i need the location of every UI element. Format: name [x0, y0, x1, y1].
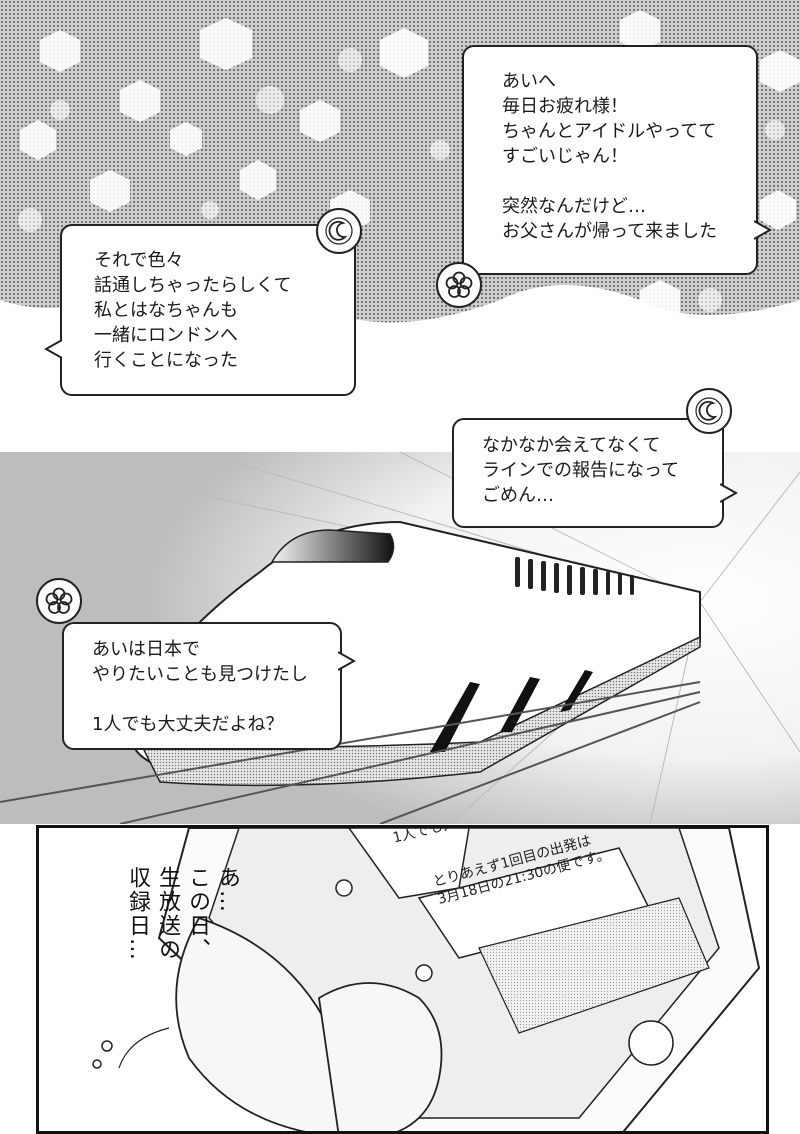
message-line: 行くことになった — [94, 350, 238, 371]
chat-bubble-left: あいは日本で やりたいことも見つけたし 1人でも大丈夫だよね？ — [62, 622, 356, 750]
thought-dots — [92, 1040, 113, 1069]
message-line: あいへ — [502, 71, 556, 92]
message-line: 一緒にロンドンへ — [94, 325, 238, 346]
bubble-tail — [720, 483, 738, 503]
chat-bubble-right: あいへ 毎日お疲れ様！ ちゃんとアイドルやってて すごいじゃん！ 突然なんだけど… — [462, 45, 772, 275]
moon-icon — [316, 208, 362, 254]
message-line — [502, 169, 756, 194]
message-line: お父さんが帰って来ました — [502, 221, 718, 242]
thought-column: あ… — [215, 866, 240, 914]
bubble-tail — [338, 651, 356, 671]
thought-column: この日、 — [185, 866, 210, 962]
message-line: あいは日本で — [92, 639, 200, 660]
thought-column: 収録日… — [125, 866, 150, 962]
message-line: やりたいことも見つけたし — [92, 664, 308, 685]
thought-text: あ… この日、 生放送の 収録日… — [123, 866, 241, 962]
message-line — [92, 687, 340, 712]
message-line: 1人でも大丈夫だよね？ — [92, 714, 284, 735]
message-line: ちゃんとアイドルやってて — [502, 121, 717, 142]
message-line: なかなか会えてなくて — [482, 435, 661, 456]
flower-icon — [436, 262, 482, 308]
phone-hand-illustration — [39, 828, 766, 1131]
chat-bubble-right: なかなか会えてなくて ラインでの報告になって ごめん… — [452, 418, 738, 528]
moon-icon — [686, 388, 732, 434]
message-line: ごめん… — [482, 485, 554, 506]
message-line: 私とはなちゃんも — [94, 300, 238, 321]
chat-bubble-left: それで色々 話通しちゃったらしくて 私とはなちゃんも 一緒にロンドンへ 行くこと… — [44, 224, 356, 396]
message-line: 話通しちゃったらしくて — [94, 275, 292, 296]
panel-bokeh-chat: あいへ 毎日お疲れ様！ ちゃんとアイドルやってて すごいじゃん！ 突然なんだけど… — [0, 0, 800, 450]
bubble-tail — [44, 339, 62, 359]
flower-icon — [36, 578, 82, 624]
message-line: すごいじゃん！ — [502, 146, 628, 167]
message-line: ラインでの報告になって — [482, 460, 680, 481]
bubble-tail — [754, 220, 772, 240]
message-line: それで色々 — [94, 250, 184, 271]
panel-phone: 1人でも大丈 とりあえず1回目の出発は 3月18日の21:30の便です。 あ… … — [36, 825, 769, 1134]
thought-column: 生放送の — [155, 866, 180, 962]
sticker-flower — [335, 879, 433, 982]
message-line: 毎日お疲れ様！ — [502, 96, 628, 117]
message-line: 突然なんだけど… — [502, 196, 646, 217]
